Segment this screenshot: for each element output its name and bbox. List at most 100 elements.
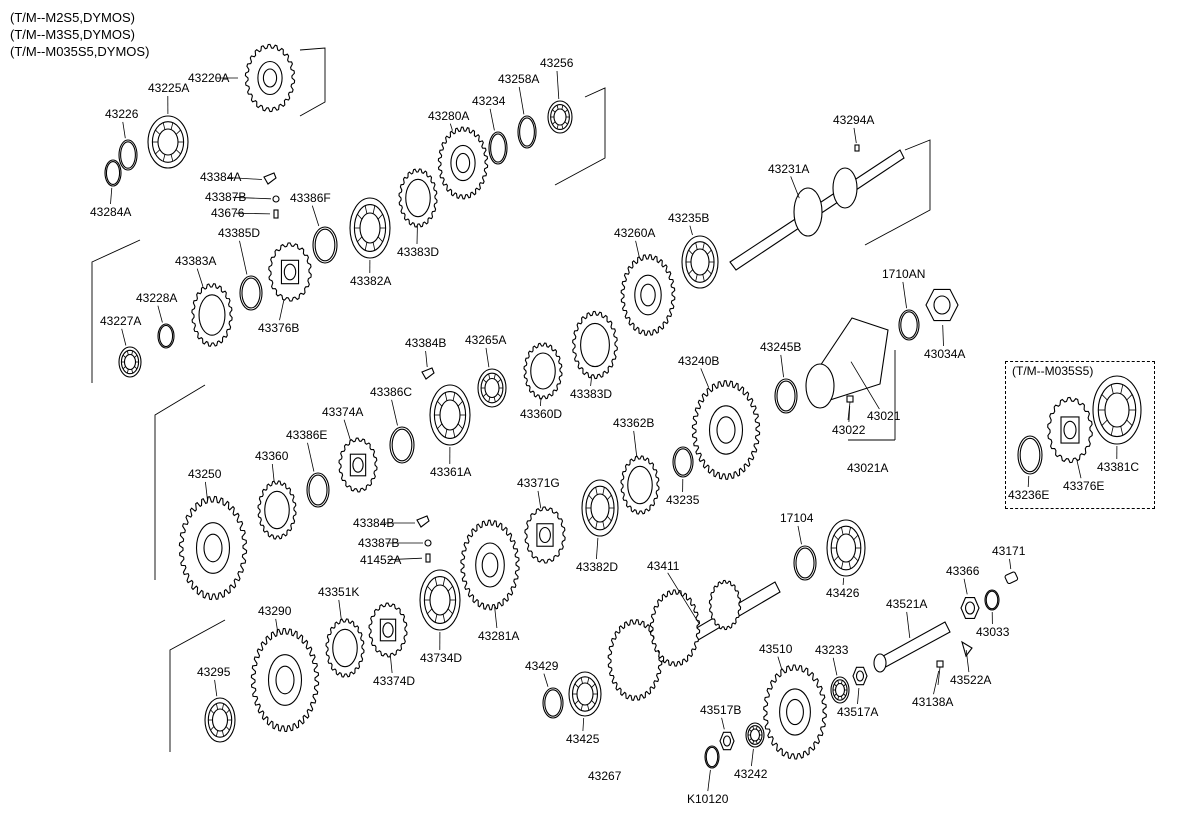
part-43381c bbox=[1092, 375, 1142, 445]
leader-lines bbox=[110, 70, 1118, 792]
part-label: 43385D bbox=[218, 226, 260, 240]
part-label: K10120 bbox=[687, 792, 729, 806]
part-label: 43226 bbox=[105, 107, 139, 121]
part-43374d bbox=[368, 602, 408, 658]
part-label: 43734D bbox=[420, 651, 462, 665]
part-label: 43242 bbox=[734, 767, 768, 781]
part-label: 43267 bbox=[588, 769, 622, 783]
leader-line bbox=[425, 350, 428, 368]
part-label: 43376B bbox=[258, 321, 299, 335]
part-43510 bbox=[763, 664, 827, 760]
part-label: 43022 bbox=[832, 423, 866, 437]
leader-line bbox=[235, 212, 271, 215]
part-label: 43383D bbox=[397, 245, 439, 259]
part-label: 43522A bbox=[950, 673, 991, 687]
part-43231a bbox=[729, 149, 905, 271]
part-label: 43234 bbox=[472, 94, 506, 108]
leader-line bbox=[1009, 558, 1012, 570]
part-43387b-1 bbox=[272, 195, 280, 203]
part-label: 43362B bbox=[613, 416, 654, 430]
part-label: 43374D bbox=[373, 674, 415, 688]
part-label: 43386E bbox=[286, 428, 327, 442]
part-label: 43240B bbox=[678, 354, 719, 368]
part-43382d bbox=[581, 479, 619, 537]
part-label: 43294A bbox=[833, 113, 874, 127]
part-43361a bbox=[429, 384, 471, 446]
leader-line bbox=[963, 578, 968, 595]
part-43245b bbox=[774, 378, 798, 414]
part-43220a bbox=[244, 43, 296, 113]
leader-line bbox=[449, 123, 453, 131]
part-1710an bbox=[898, 309, 920, 341]
part-label: 43281A bbox=[478, 629, 519, 643]
part-43426 bbox=[826, 519, 866, 577]
part-43033 bbox=[984, 589, 1000, 611]
part-43227a bbox=[118, 346, 142, 378]
part-label: 43517A bbox=[837, 705, 878, 719]
part-label: 43225A bbox=[148, 81, 189, 95]
part-43386c bbox=[389, 426, 415, 464]
part-43384b-2 bbox=[416, 515, 430, 528]
part-label: 43138A bbox=[912, 695, 953, 709]
part-43376b bbox=[268, 242, 312, 302]
part-43385d bbox=[239, 275, 263, 311]
part-43366 bbox=[960, 597, 980, 619]
leader-line bbox=[582, 717, 585, 732]
leader-line bbox=[906, 611, 911, 639]
part-43382a bbox=[349, 197, 391, 259]
part-label: 43236E bbox=[1008, 488, 1049, 502]
part-label: 43386C bbox=[370, 385, 412, 399]
part-label: 43227A bbox=[100, 314, 141, 328]
part-43384b-1 bbox=[421, 367, 435, 380]
part-43236e bbox=[1017, 435, 1043, 475]
leader-line bbox=[777, 656, 783, 671]
part-label: 43387B bbox=[205, 190, 246, 204]
leader-line bbox=[933, 670, 940, 695]
part-label: 43411 bbox=[647, 559, 680, 573]
header-line-1: (T/M--M2S5,DYMOS) bbox=[10, 10, 135, 25]
part-label: 43231A bbox=[768, 162, 809, 176]
leader-line bbox=[205, 481, 208, 501]
leader-line bbox=[494, 606, 498, 629]
leader-line bbox=[214, 679, 218, 697]
leader-line bbox=[275, 618, 279, 633]
part-17104 bbox=[793, 545, 817, 581]
leader-line bbox=[196, 268, 204, 287]
part-label: 43290 bbox=[258, 604, 292, 618]
part-label: 1710AN bbox=[882, 267, 925, 281]
leader-line bbox=[157, 305, 163, 323]
leader-line bbox=[689, 225, 693, 236]
part-label: 43383A bbox=[175, 254, 216, 268]
part-43517b bbox=[719, 731, 735, 751]
part-43294a bbox=[854, 144, 860, 152]
part-label: 43245B bbox=[760, 340, 801, 354]
part-label: 43235 bbox=[666, 493, 700, 507]
part-43522a bbox=[961, 640, 973, 658]
part-43171 bbox=[1004, 571, 1019, 585]
leader-line bbox=[556, 70, 560, 100]
part-label: 43426 bbox=[826, 586, 860, 600]
part-label: 43295 bbox=[197, 665, 231, 679]
part-43386f bbox=[312, 226, 338, 264]
leader-line bbox=[239, 240, 248, 275]
part-43022 bbox=[846, 395, 854, 421]
part-43376e bbox=[1047, 396, 1093, 464]
part-label: 43384A bbox=[200, 170, 241, 184]
part-41452a bbox=[425, 553, 431, 563]
leader-line bbox=[596, 537, 599, 560]
leader-line bbox=[857, 687, 860, 705]
leader-line bbox=[1076, 460, 1082, 479]
part-label: 43384B bbox=[405, 336, 446, 350]
part-label: 43280A bbox=[428, 109, 469, 123]
part-43256 bbox=[547, 100, 573, 134]
leader-line bbox=[633, 430, 638, 458]
part-label: 43382D bbox=[576, 560, 618, 574]
part-43521a bbox=[873, 621, 951, 673]
leader-line bbox=[751, 748, 754, 767]
part-label: 43034A bbox=[924, 347, 965, 361]
part-label: 43284A bbox=[90, 205, 131, 219]
leader-line bbox=[271, 463, 275, 483]
part-43258a bbox=[517, 115, 537, 149]
part-43371g bbox=[524, 506, 566, 564]
part-43235b bbox=[681, 235, 719, 289]
